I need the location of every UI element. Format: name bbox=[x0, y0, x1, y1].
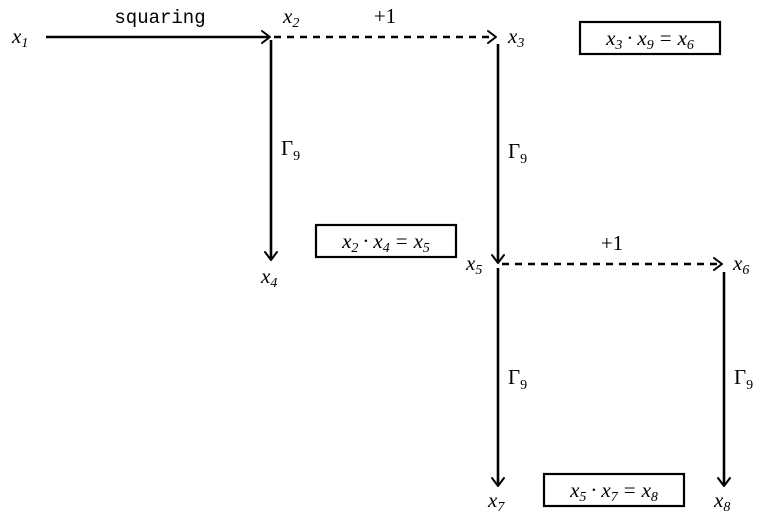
edge-label-gamma-x3-x5: Γ9 bbox=[508, 139, 527, 167]
edge-label-gamma-x5-x7: Γ9 bbox=[508, 365, 527, 393]
relation-box-x3-x9-x6: x3·x9=x6 bbox=[578, 20, 722, 56]
edge-x2-x3 bbox=[274, 30, 497, 44]
edge-x3-x5 bbox=[491, 44, 505, 264]
node-x2: x2 bbox=[282, 4, 299, 31]
edge-x2-x4 bbox=[264, 40, 278, 261]
edge-x5-x7 bbox=[491, 268, 505, 487]
edge-x6-x8 bbox=[717, 272, 731, 487]
node-x7: x7 bbox=[487, 488, 505, 515]
edge-label-plus-one-mid: +1 bbox=[601, 231, 623, 255]
node-x3: x3 bbox=[507, 24, 524, 51]
edge-label-gamma-x2-x4: Γ9 bbox=[281, 136, 300, 164]
relation-box-x5-x7-x8: x5·x7=x8 bbox=[542, 472, 686, 508]
node-x5: x5 bbox=[465, 251, 482, 278]
edge-x1-x2 bbox=[46, 30, 271, 44]
svg-text:x3·x9=x6: x3·x9=x6 bbox=[605, 26, 694, 53]
svg-text:x2·x4=x5: x2·x4=x5 bbox=[341, 229, 430, 256]
svg-text:x5·x7=x8: x5·x7=x8 bbox=[569, 478, 658, 505]
node-x6: x6 bbox=[732, 251, 749, 278]
node-x4: x4 bbox=[260, 264, 277, 291]
edge-label-squaring: squaring bbox=[114, 7, 205, 29]
node-x8: x8 bbox=[713, 488, 730, 515]
edge-label-gamma-x6-x8: Γ9 bbox=[734, 365, 753, 393]
relation-box-x2-x4-x5: x2·x4=x5 bbox=[314, 223, 458, 259]
edge-label-plus-one-top: +1 bbox=[374, 4, 396, 28]
edge-x5-x6 bbox=[502, 257, 723, 271]
node-x1: x1 bbox=[11, 24, 28, 51]
